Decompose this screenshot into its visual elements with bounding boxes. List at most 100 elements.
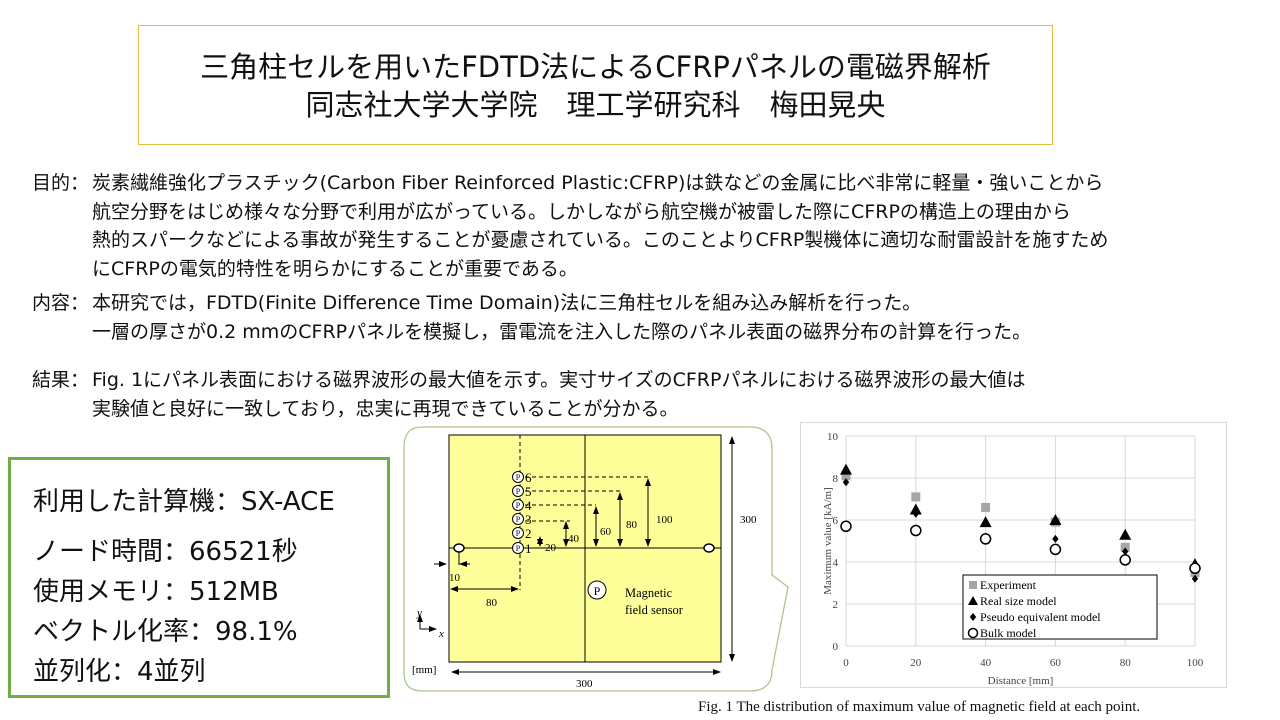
marker-diamond	[1052, 534, 1059, 543]
result-label: 結果：	[32, 369, 90, 391]
marker-triangle	[1119, 528, 1132, 540]
legend-line2: field sensor	[625, 603, 684, 617]
marker-diamond	[842, 478, 850, 487]
marker-circle	[1119, 554, 1131, 566]
marker-square	[981, 502, 991, 512]
dim-height: 300	[740, 514, 757, 526]
sensor-label-2: 2	[525, 526, 532, 541]
marker-square	[911, 492, 921, 502]
dim-40: 40	[568, 533, 580, 545]
y-tick-label: 0	[833, 641, 839, 653]
marker-triangle	[979, 516, 992, 528]
author-line: 同志社大学大学院 理工学研究科 梅田晃央	[305, 88, 886, 122]
panel-diagram: 20 40 60 80 100 300 300 80 10 [mm] Magne…	[403, 426, 789, 692]
sensor-symbol: P	[516, 487, 521, 496]
marker-diamond	[1191, 574, 1199, 583]
sensor-label-1: 1	[525, 541, 532, 556]
sensor-symbol: P	[516, 515, 521, 524]
sensor-label-3: 3	[525, 512, 532, 527]
sensor-6	[512, 471, 524, 483]
legend-box	[962, 574, 1158, 640]
marker-square	[1120, 542, 1130, 552]
sensor-label-4: 4	[525, 498, 532, 513]
dim-80: 80	[626, 519, 638, 531]
y-tick-label: 6	[833, 515, 839, 527]
result-line: 実験値と良好に一致しており，忠実に再現できていることが分かる。	[92, 397, 679, 420]
sensor-symbol: P	[516, 544, 521, 553]
electrode-right	[703, 543, 715, 553]
legend-entry: Experiment	[980, 578, 1037, 592]
axis-y-label: y	[416, 607, 422, 619]
x-tick-label: 40	[980, 657, 992, 669]
figure-caption: Fig. 1 The distribution of maximum value…	[698, 699, 1141, 715]
parallelization: 並列化：4並列	[33, 657, 206, 687]
unit-label: [mm]	[412, 664, 436, 676]
legend-entry: Real size model	[980, 594, 1057, 608]
marker-square	[969, 581, 977, 589]
sensor-label-6: 6	[525, 470, 532, 485]
result-line: Fig. 1にパネル表面における磁界波形の最大値を示す。実寸サイズのCFRPパネ…	[92, 369, 1026, 391]
dim-width: 300	[576, 678, 593, 690]
y-tick-label: 4	[833, 557, 839, 569]
vectorization-rate: ベクトル化率：98.1%	[33, 617, 298, 647]
sensor-symbol: P	[516, 501, 521, 510]
sensor-4	[512, 499, 524, 511]
content-line: 本研究では，FDTD(Finite Difference Time Domain…	[92, 292, 922, 314]
marker-circle	[910, 524, 922, 537]
x-tick-label: 100	[1187, 657, 1204, 669]
title-box: 三角柱セルを用いたFDTD法によるCFRPパネルの電磁界解析 同志社大学大学院 …	[138, 25, 1053, 145]
marker-triangle	[840, 463, 852, 475]
y-tick-label: 2	[833, 599, 839, 611]
memory-usage: 使用メモリ：512MB	[33, 577, 279, 607]
legend-entry: Pseudo equivalent model	[980, 610, 1101, 624]
x-tick-label: 80	[1120, 657, 1132, 669]
sensor-legend-symbol	[587, 580, 607, 600]
slide-title: 三角柱セルを用いたFDTD法によるCFRPパネルの電磁界解析	[200, 50, 991, 84]
dim-offset: 10	[449, 572, 461, 584]
sensor-2	[512, 527, 524, 539]
x-tick-label: 60	[1050, 657, 1062, 669]
dim-60: 60	[600, 526, 612, 538]
marker-circle	[967, 627, 979, 639]
dim-100: 100	[656, 514, 673, 526]
computer-name: 利用した計算機：SX-ACE	[33, 487, 335, 517]
result-section: 結果：Fig. 1にパネル表面における磁界波形の最大値を示す。実寸サイズのCFR…	[32, 366, 1025, 423]
content-section: 内容：本研究では，FDTD(Finite Difference Time Dom…	[32, 289, 1031, 346]
purpose-line: にCFRPの電気的特性を明らかにすることが重要である。	[92, 257, 578, 280]
sensor-5	[512, 485, 524, 497]
purpose-section: 目的：炭素繊維強化プラスチック(Carbon Fiber Reinforced …	[32, 169, 1108, 283]
purpose-line: 熱的スパークなどによる事故が発生することが憂慮されている。このことよりCFRP製…	[92, 229, 1109, 251]
purpose-label: 目的：	[32, 172, 90, 194]
marker-triangle	[1049, 514, 1062, 525]
node-time: ノード時間：66521秒	[33, 537, 298, 567]
electrode-left	[453, 543, 465, 553]
x-tick-label: 20	[910, 657, 922, 669]
marker-circle	[979, 533, 992, 545]
marker-square	[841, 471, 851, 481]
marker-triangle	[909, 503, 922, 515]
sensor-3	[512, 513, 524, 525]
legend-line1: Magnetic	[625, 586, 673, 600]
y-axis-label: Maximum value [kA/m]	[822, 487, 834, 595]
purpose-line: 航空分野をはじめ様々な分野で利用が広がっている。しかしながら航空機が被雷した際に…	[92, 200, 1071, 223]
purpose-line: 炭素繊維強化プラスチック(Carbon Fiber Reinforced Pla…	[92, 172, 1104, 194]
sensor-1	[512, 542, 524, 554]
dim-x-position: 80	[486, 597, 498, 609]
marker-triangle	[968, 596, 978, 605]
content-label: 内容：	[32, 292, 90, 314]
marker-diamond	[969, 613, 977, 621]
x-axis-label: Distance [mm]	[988, 675, 1054, 687]
marker-circle	[1049, 543, 1062, 556]
dim-20: 20	[545, 542, 557, 554]
content-line: 一層の厚さが0.2 mmのCFRPパネルを模擬し，雷電流を注入した際のパネル表面…	[92, 320, 1032, 343]
y-tick-label: 10	[827, 431, 839, 443]
marker-circle	[840, 520, 852, 533]
axis-x-label: x	[438, 628, 444, 640]
sensor-symbol: P	[516, 473, 521, 482]
y-tick-label: 8	[833, 473, 839, 485]
marker-circle	[1189, 562, 1201, 575]
legend-entry: Bulk model	[980, 626, 1037, 640]
